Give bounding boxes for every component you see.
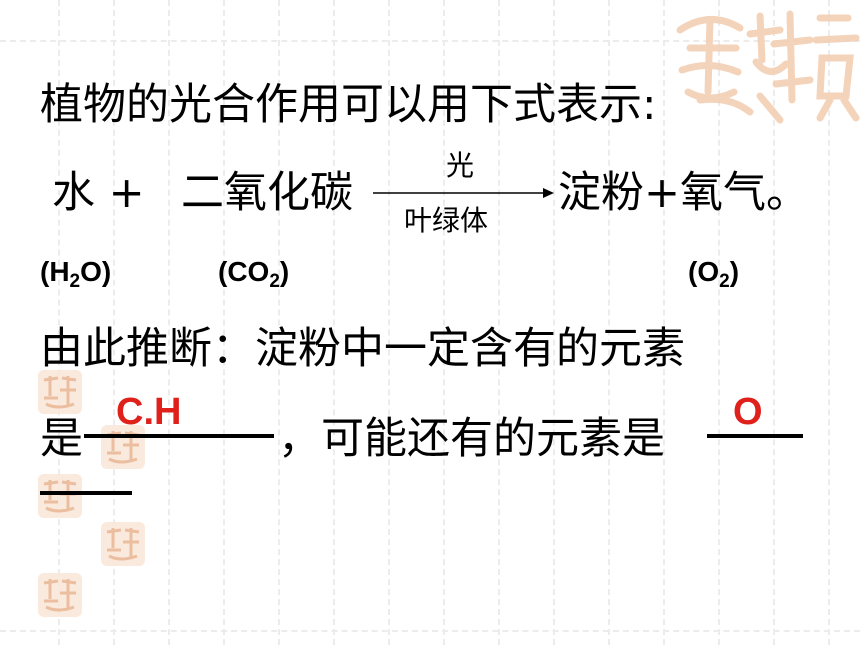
- grid-line: [718, 0, 720, 645]
- grid-line: [773, 0, 775, 645]
- grid-line: [0, 630, 860, 632]
- intro-text: 植物的光合作用可以用下式表示:: [40, 80, 657, 130]
- reaction-arrow-icon: [373, 188, 554, 198]
- formula-o2: (O2): [688, 256, 740, 292]
- grid-line: [443, 0, 445, 645]
- answer-blank-1: [84, 434, 274, 438]
- grid-line: [333, 0, 335, 645]
- grid-line: [58, 0, 60, 645]
- reactant-water-label: 水 +: [52, 168, 145, 218]
- seal-watermark-large: [670, 0, 860, 125]
- grid-line: [168, 0, 170, 645]
- question-text-middle: ，可能还有的元素是: [278, 414, 665, 464]
- grid-line: [388, 0, 390, 645]
- seal-watermark-small: [38, 474, 82, 518]
- grid-line: [498, 0, 500, 645]
- answer-blank-2-continued: [40, 491, 132, 495]
- grid-line: [0, 40, 860, 42]
- reactant-co2: 二氧化碳: [181, 168, 353, 218]
- formula-co2: (CO2): [218, 256, 290, 292]
- grid-line: [828, 0, 830, 645]
- answer-possible-elements: O: [733, 391, 763, 433]
- question-text: 由此推断：淀粉中一定含有的元素: [40, 324, 685, 374]
- reaction-condition-light: 光: [446, 149, 475, 182]
- grid-line: [608, 0, 610, 645]
- reaction-condition-chlorophyll: 叶绿体: [404, 204, 489, 237]
- seal-watermark-small: [38, 573, 82, 617]
- answer-certain-elements: C.H: [116, 391, 182, 433]
- grid-line: [663, 0, 665, 645]
- grid-line: [278, 0, 280, 645]
- grid-line: [113, 0, 115, 645]
- seal-glyphs: [676, 10, 860, 124]
- grid-line: [553, 0, 555, 645]
- grid-line: [223, 0, 225, 645]
- reactant-water: 水 +: [52, 172, 145, 215]
- seal-watermark-small: [101, 522, 145, 566]
- products: 淀粉+氧气。: [558, 168, 810, 218]
- formula-h2o: (H2O): [40, 256, 112, 292]
- answer-blank-2: [707, 434, 803, 438]
- question-text-start: 是: [40, 414, 83, 464]
- seal-watermark-small: [38, 370, 82, 414]
